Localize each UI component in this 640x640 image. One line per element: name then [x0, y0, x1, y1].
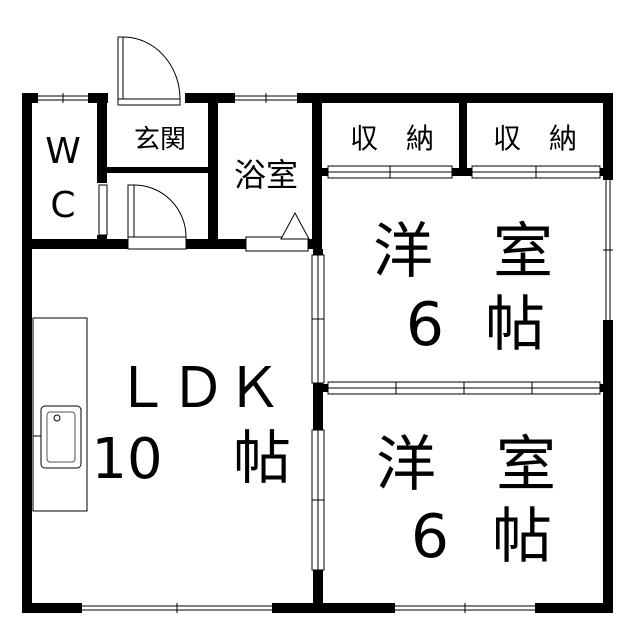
kitchen-sink-basin	[46, 411, 76, 463]
window-bottom-bedroom	[395, 601, 535, 615]
storage-1-label: 収 納	[350, 122, 434, 155]
wall-storage-split	[459, 103, 467, 172]
wall-bath-storage	[312, 103, 322, 249]
ldk-size: 10	[91, 427, 162, 492]
window-top-bath	[235, 91, 297, 105]
ldk-unit: 帖	[233, 424, 291, 492]
bedroom-1-size: 6	[406, 290, 444, 360]
wc-label-w: W	[45, 131, 81, 172]
bedroom-1-unit: 帖	[485, 290, 545, 360]
wc-label-c: C	[50, 185, 75, 226]
sliding-door-bath	[245, 236, 309, 252]
room-labels: W C 玄関 浴室 収 納 収 納 洋 室 6 帖 洋 室 6 帖 ＬＤＫ 10…	[45, 122, 577, 572]
bedroom-2-name: 洋 室	[376, 430, 556, 500]
wall-entrance-bottom	[107, 167, 208, 173]
wall-entrance-bath	[208, 103, 218, 243]
entrance-label: 玄関	[134, 125, 186, 155]
sliding-doors	[245, 165, 601, 571]
front-door	[108, 36, 185, 106]
wall-wc-entrance	[97, 103, 107, 243]
wc-door	[95, 183, 187, 250]
swing-doors	[95, 36, 187, 250]
fixtures	[32, 211, 310, 512]
bedroom-1-name: 洋 室	[373, 217, 553, 287]
bedroom-2-unit: 帖	[492, 502, 552, 572]
bath-label: 浴室	[234, 156, 298, 194]
bedroom-2-size: 6	[411, 502, 449, 572]
bath-arrow-icon	[280, 211, 310, 240]
windows	[38, 91, 615, 615]
window-bottom-ldk	[82, 601, 272, 615]
wall-right-outer	[603, 93, 613, 613]
faucet-icon	[53, 414, 61, 422]
window-right-bedroom	[601, 180, 615, 320]
storage-2-label: 収 納	[493, 122, 577, 155]
wall-left-outer	[22, 93, 32, 613]
wall-top-right	[185, 93, 612, 103]
ldk-name: ＬＤＫ	[114, 356, 282, 421]
window-top-wc	[38, 91, 88, 105]
wall-storage-bottom	[322, 168, 603, 176]
